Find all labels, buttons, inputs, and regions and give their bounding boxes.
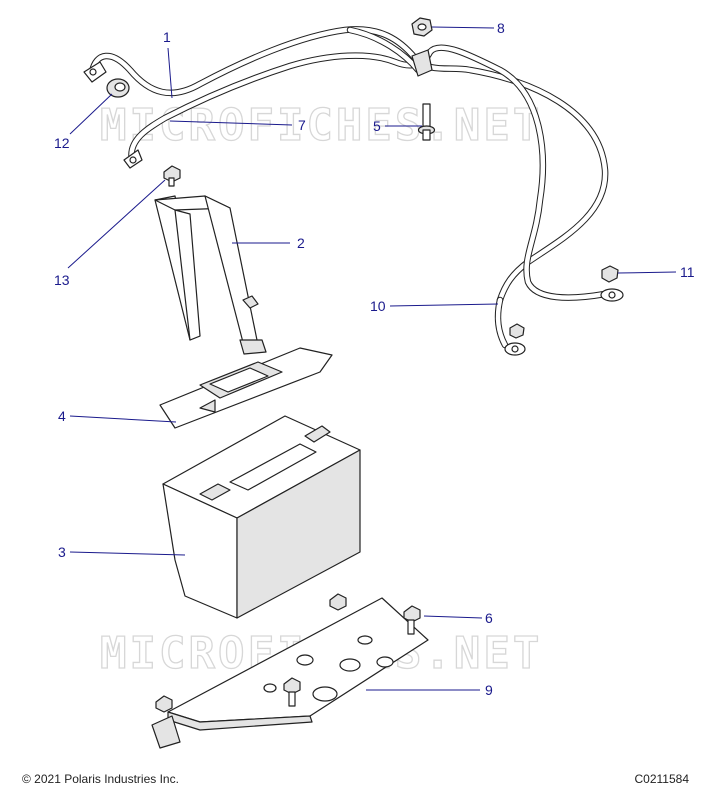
callout-7: 7 [298, 117, 306, 133]
callout-4: 4 [58, 408, 66, 424]
leader-7 [169, 120, 293, 126]
battery [162, 415, 361, 619]
leader-6 [423, 615, 483, 619]
ring-terminal-right [600, 288, 624, 302]
terminal-boot [106, 78, 130, 98]
battery-tray [151, 597, 429, 749]
ring-terminal-bottom [504, 342, 526, 356]
figure-code: C0211584 [634, 772, 690, 786]
battery-hold-down-strap [154, 195, 267, 355]
callout-13: 13 [54, 272, 70, 288]
leader-1 [167, 47, 173, 99]
cable-assembly [83, 26, 624, 356]
nut-terminal-lower [509, 323, 525, 339]
hold-down-plate [159, 347, 333, 429]
tray-bolts [155, 593, 421, 713]
leader-12 [69, 93, 113, 135]
leader-8 [431, 26, 495, 29]
nut-right [601, 265, 619, 283]
leader-11 [617, 271, 677, 274]
leader-4 [69, 415, 177, 423]
callout-12: 12 [54, 135, 70, 151]
callout-10: 10 [370, 298, 386, 314]
ring-terminal-left-lower [123, 149, 143, 169]
stud-bolt [417, 103, 436, 141]
copyright-text: © 2021 Polaris Industries Inc. [22, 772, 179, 786]
leader-13 [67, 179, 166, 269]
bolt-small [163, 165, 181, 187]
callout-2: 2 [297, 235, 305, 251]
callout-9: 9 [485, 682, 493, 698]
leader-10 [389, 303, 499, 307]
callout-1: 1 [163, 29, 171, 45]
cable-junction-clip [411, 49, 433, 77]
callout-5: 5 [373, 118, 381, 134]
callout-3: 3 [58, 544, 66, 560]
ring-terminal-top-left [83, 61, 107, 83]
leader-3 [69, 551, 186, 556]
callout-6: 6 [485, 610, 493, 626]
callout-11: 11 [680, 264, 695, 280]
watermark-top: MICROFICHES.NET [100, 100, 542, 151]
nut-top [411, 17, 433, 37]
callout-8: 8 [497, 20, 505, 36]
